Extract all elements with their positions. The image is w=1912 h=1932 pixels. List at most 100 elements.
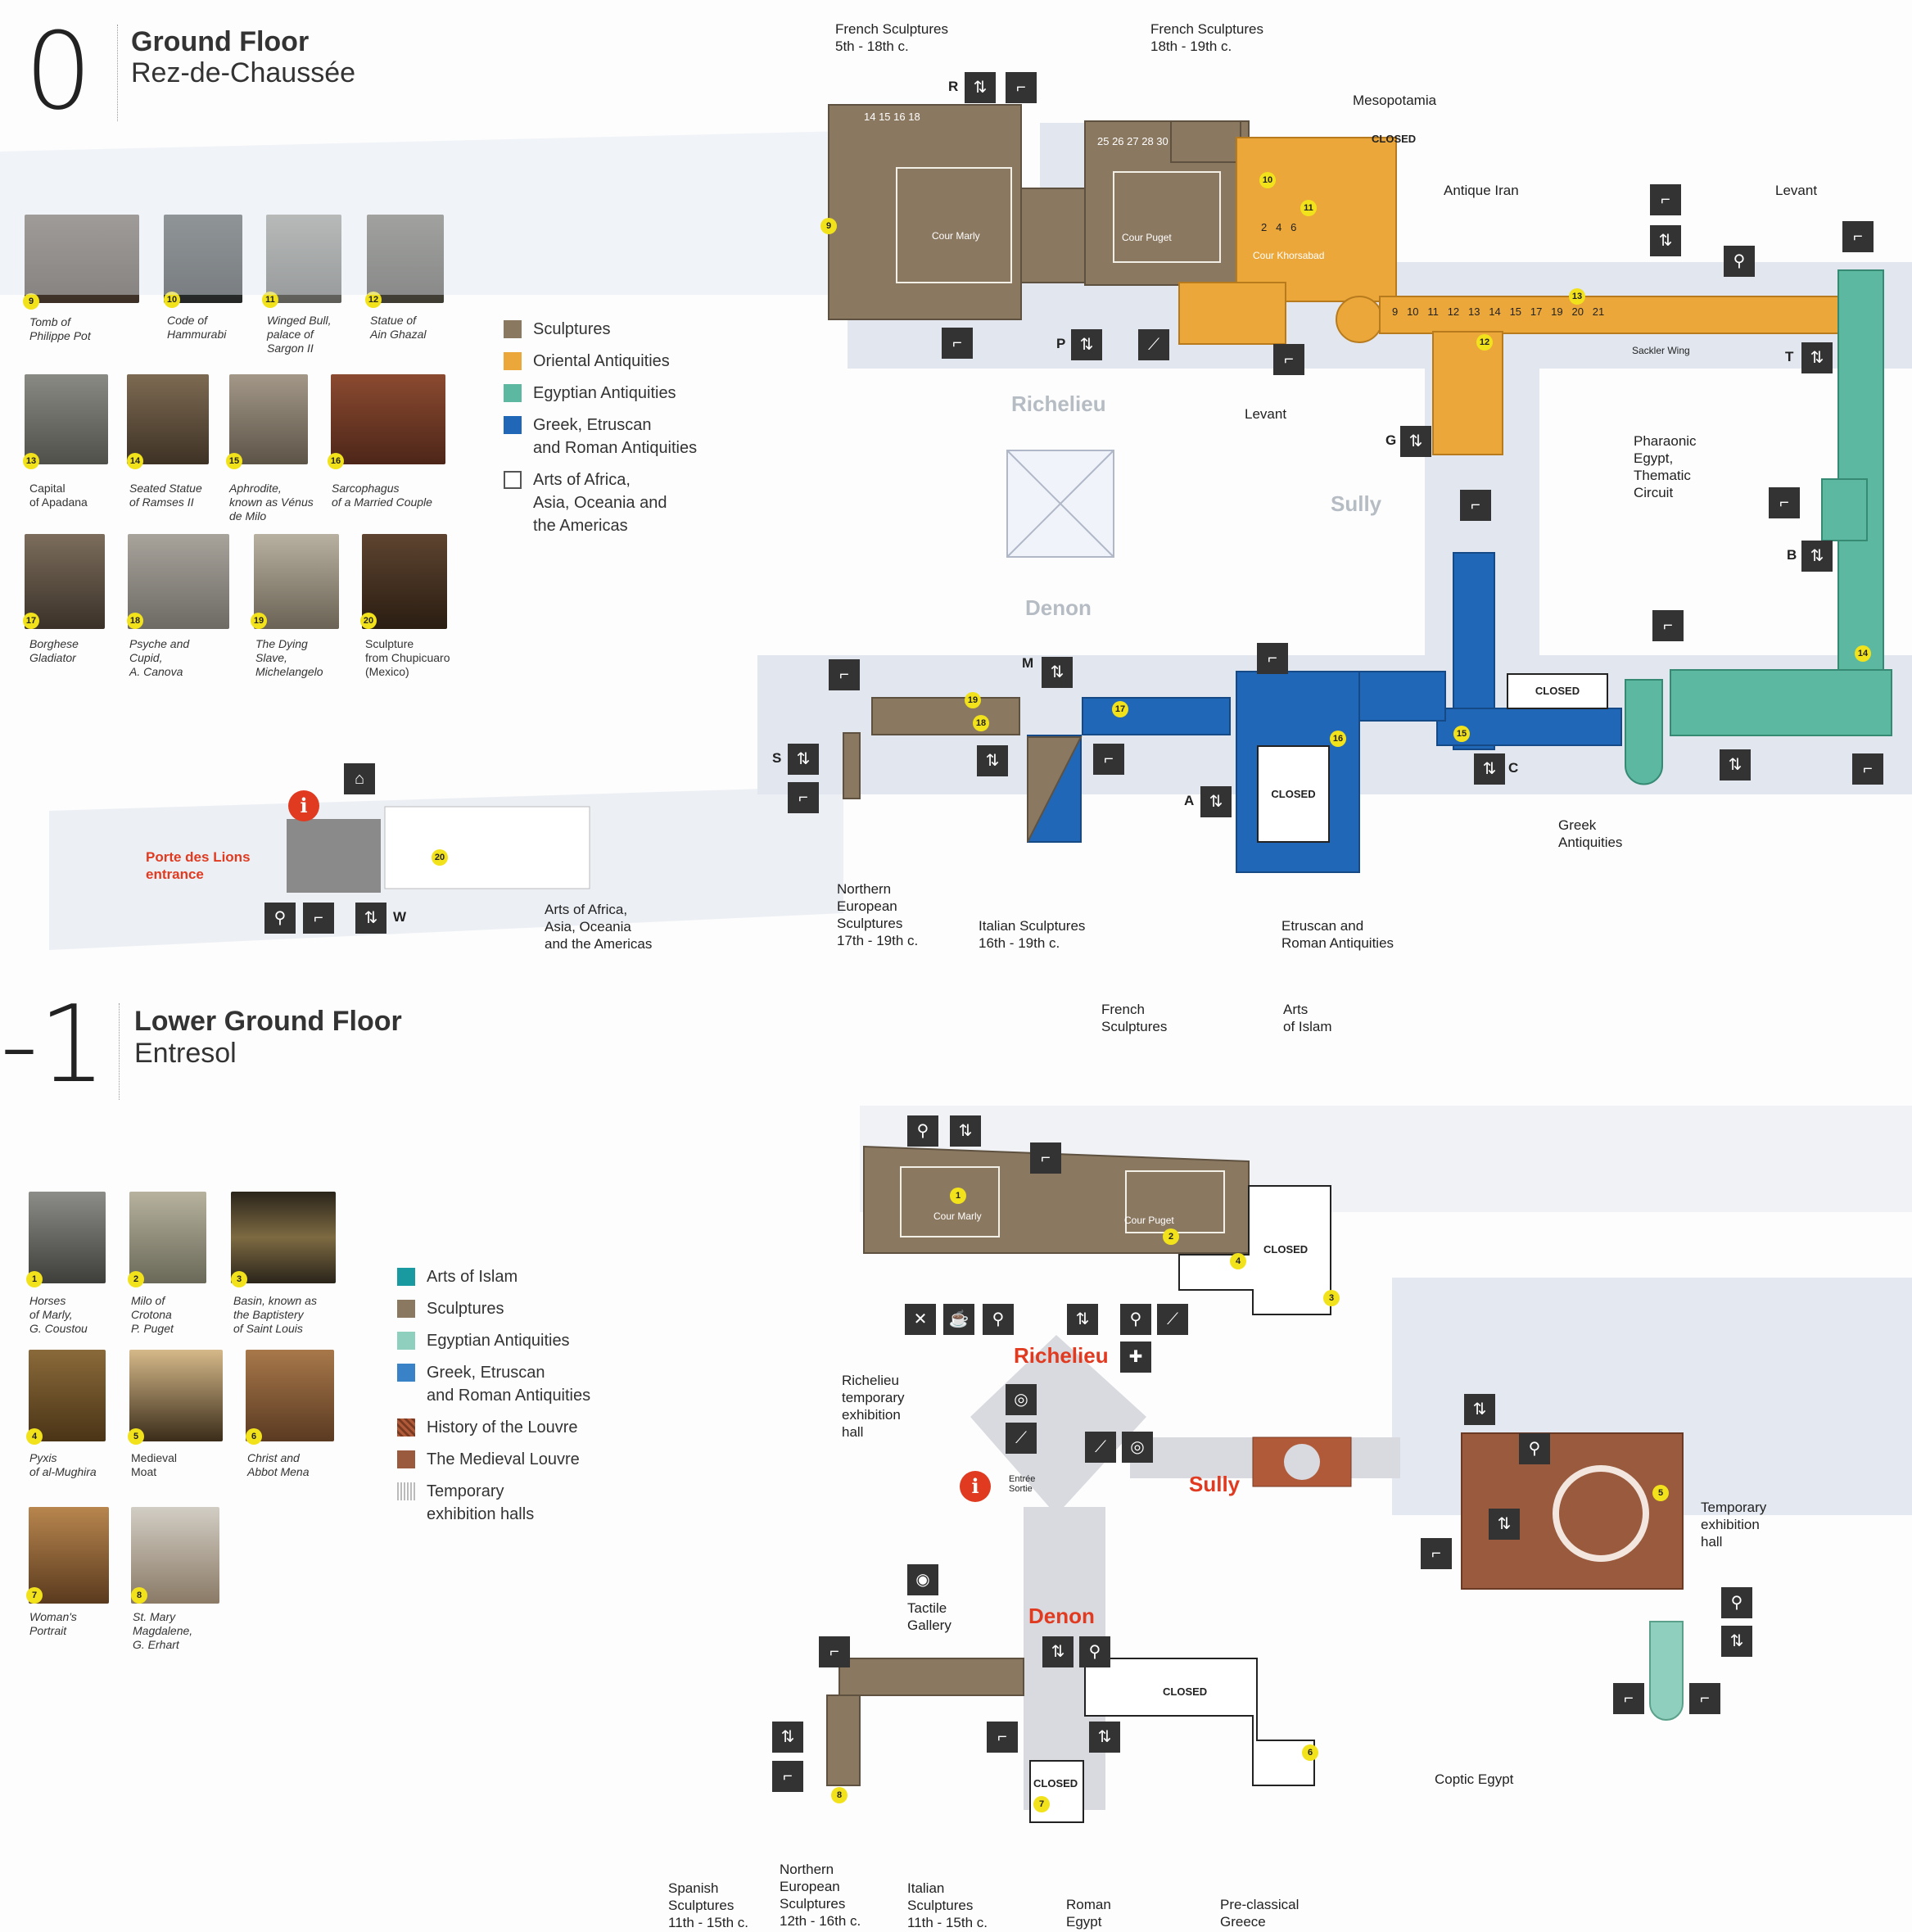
elevator-icon[interactable]: ⇅ <box>1464 1394 1495 1425</box>
elevator-icon[interactable]: ⇅ <box>1071 329 1102 360</box>
audio-guide-icon[interactable]: ◎ <box>1122 1432 1153 1463</box>
wing-label-richelieu-lower[interactable]: Richelieu <box>1014 1343 1109 1368</box>
porte-des-lions-entrance[interactable]: Porte des Lions entrance <box>146 849 251 882</box>
elevator-icon[interactable]: ⇅ <box>1200 786 1232 817</box>
stairs-icon[interactable]: ⌐ <box>303 903 334 934</box>
escalator-icon[interactable]: ⟋ <box>1138 329 1169 360</box>
info-icon-lower[interactable]: i <box>960 1471 991 1502</box>
highlight-image-13[interactable] <box>25 374 108 464</box>
stairs-icon[interactable]: ⌐ <box>1769 487 1800 518</box>
stairs-icon[interactable]: ⌐ <box>1273 344 1304 375</box>
highlight-image-5[interactable] <box>129 1350 223 1441</box>
restaurant-icon[interactable]: ✕ <box>905 1304 936 1335</box>
highlight-caption-18: Psyche and Cupid, A. Canova <box>129 637 190 678</box>
elevator-icon[interactable]: ⇅ <box>1474 753 1505 785</box>
elevator-icon[interactable]: ⇅ <box>1400 426 1431 457</box>
highlight-image-16[interactable] <box>331 374 445 464</box>
escalator-icon[interactable]: ⟋ <box>1006 1423 1037 1454</box>
cafe-icon[interactable]: ☕ <box>943 1304 974 1335</box>
restroom-icon[interactable]: ⚲ <box>907 1115 938 1147</box>
legend-swatch <box>397 1332 415 1350</box>
legend-egyptian: Egyptian Antiquities <box>504 382 749 405</box>
restroom-icon[interactable]: ⚲ <box>983 1304 1014 1335</box>
highlight-image-3[interactable] <box>231 1192 336 1283</box>
elevator-icon[interactable]: ⇅ <box>1721 1626 1752 1657</box>
restroom-icon[interactable]: ⚲ <box>1120 1304 1151 1335</box>
elevator-icon[interactable]: ⇅ <box>1720 749 1751 780</box>
highlight-image-10[interactable] <box>164 215 242 303</box>
stairs-icon[interactable]: ⌐ <box>1257 643 1288 674</box>
highlight-image-8[interactable] <box>131 1507 219 1604</box>
escalator-icon[interactable]: ⟋ <box>1157 1304 1188 1335</box>
highlight-image-12[interactable] <box>367 215 444 303</box>
elevator-icon[interactable]: ⇅ <box>965 72 996 103</box>
stairs-icon[interactable]: ⌐ <box>1030 1142 1061 1174</box>
legend-swatch <box>504 416 522 434</box>
closed-box-etruscan: CLOSED <box>1257 745 1330 843</box>
stairs-icon[interactable]: ⌐ <box>1421 1538 1452 1569</box>
elevator-icon[interactable]: ⇅ <box>1089 1722 1120 1753</box>
cloakroom-icon[interactable]: ⌂ <box>344 763 375 794</box>
audio-guide-icon[interactable]: ◎ <box>1006 1384 1037 1415</box>
elevator-icon[interactable]: ⇅ <box>1650 225 1681 256</box>
highlight-image-19[interactable] <box>254 534 339 629</box>
first-aid-icon[interactable]: ✚ <box>1120 1342 1151 1373</box>
elevator-icon[interactable]: ⇅ <box>772 1722 803 1753</box>
map-marker-lower-5: 5 <box>1652 1485 1669 1501</box>
stairs-icon[interactable]: ⌐ <box>1650 184 1681 215</box>
stairs-icon[interactable]: ⌐ <box>788 782 819 813</box>
highlight-image-17[interactable] <box>25 534 105 629</box>
elevator-icon[interactable]: ⇅ <box>1067 1304 1098 1335</box>
highlight-number-20: 20 <box>360 613 377 629</box>
stairs-icon[interactable]: ⌐ <box>829 659 860 690</box>
wing-label-denon-lower[interactable]: Denon <box>1028 1604 1095 1628</box>
highlight-caption-1: Horses of Marly, G. Coustou <box>29 1294 88 1335</box>
elevator-icon[interactable]: ⇅ <box>1801 541 1833 572</box>
highlight-image-20[interactable] <box>362 534 447 629</box>
stairs-icon[interactable]: ⌐ <box>819 1636 850 1667</box>
highlight-image-18[interactable] <box>128 534 229 629</box>
highlight-image-14[interactable] <box>127 374 209 464</box>
elevator-icon[interactable]: ⇅ <box>1042 657 1073 688</box>
elevator-icon[interactable]: ⇅ <box>788 744 819 775</box>
medieval-keep <box>1553 1465 1649 1562</box>
stairs-icon[interactable]: ⌐ <box>1093 744 1124 775</box>
escalator-icon[interactable]: ⟋ <box>1085 1432 1116 1463</box>
stairs-icon[interactable]: ⌐ <box>1460 490 1491 521</box>
highlight-image-1[interactable] <box>29 1192 106 1283</box>
highlight-image-11[interactable] <box>266 215 341 303</box>
legend-label: The Medieval Louvre <box>427 1450 580 1468</box>
legend-history: History of the Louvre <box>397 1416 643 1439</box>
restroom-icon[interactable]: ⚲ <box>1721 1587 1752 1618</box>
elevator-icon[interactable]: ⇅ <box>1801 342 1833 373</box>
map-marker-19: 19 <box>965 692 981 708</box>
stairs-icon[interactable]: ⌐ <box>987 1722 1018 1753</box>
stairs-icon[interactable]: ⌐ <box>1613 1683 1644 1714</box>
highlight-image-9[interactable] <box>25 215 139 303</box>
wing-label-sully-lower[interactable]: Sully <box>1189 1472 1241 1496</box>
stairs-icon[interactable]: ⌐ <box>1842 221 1874 252</box>
restroom-icon[interactable]: ⚲ <box>1079 1636 1110 1667</box>
stairs-icon[interactable]: ⌐ <box>1006 72 1037 103</box>
elevator-icon[interactable]: ⇅ <box>977 745 1008 776</box>
tactile-icon[interactable]: ◉ <box>907 1564 938 1595</box>
highlight-image-6[interactable] <box>246 1350 334 1441</box>
stairs-icon[interactable]: ⌐ <box>1852 753 1883 785</box>
highlight-image-2[interactable] <box>129 1192 206 1283</box>
highlight-number-8: 8 <box>131 1587 147 1604</box>
info-icon[interactable]: i <box>288 790 319 821</box>
restroom-icon[interactable]: ⚲ <box>264 903 296 934</box>
highlight-image-7[interactable] <box>29 1507 109 1604</box>
elevator-icon[interactable]: ⇅ <box>1042 1636 1074 1667</box>
elevator-icon[interactable]: ⇅ <box>950 1115 981 1147</box>
restroom-icon[interactable]: ⚲ <box>1724 246 1755 277</box>
elevator-icon[interactable]: ⇅ <box>355 903 386 934</box>
stairs-icon[interactable]: ⌐ <box>1652 610 1684 641</box>
stairs-icon[interactable]: ⌐ <box>942 328 973 359</box>
elevator-icon[interactable]: ⇅ <box>1489 1509 1520 1540</box>
highlight-image-4[interactable] <box>29 1350 106 1441</box>
restroom-icon[interactable]: ⚲ <box>1519 1433 1550 1464</box>
stairs-icon[interactable]: ⌐ <box>1689 1683 1720 1714</box>
highlight-image-15[interactable] <box>229 374 308 464</box>
stairs-icon[interactable]: ⌐ <box>772 1761 803 1792</box>
